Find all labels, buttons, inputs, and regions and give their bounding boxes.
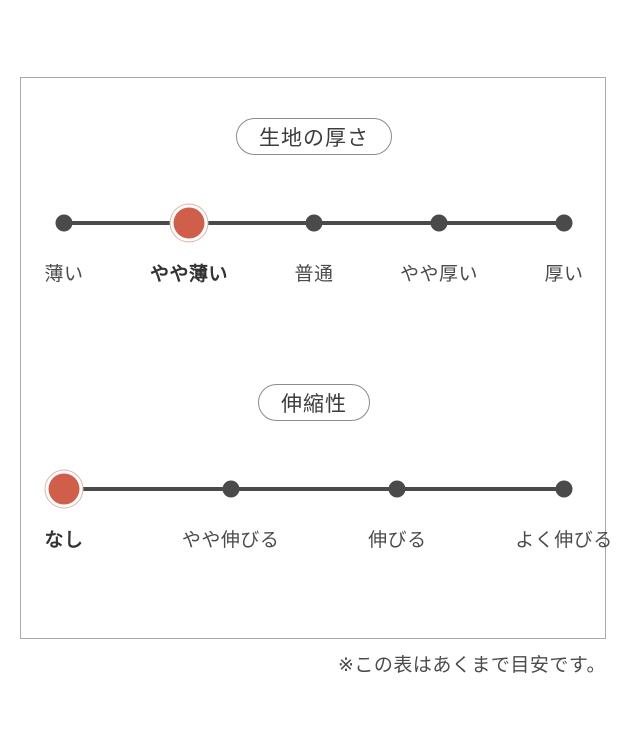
stretch-dot-2[interactable] [388,480,406,498]
thickness-label-0: 薄い [44,264,84,285]
stretch-scale-block: 伸縮性 なし やや伸びる 伸びる よく伸びる [21,384,612,559]
thickness-badge-row: 生地の厚さ [21,118,607,155]
thickness-badge: 生地の厚さ [236,118,392,155]
thickness-scale-block: 生地の厚さ 薄い やや薄い 普通 やや厚い 厚い [21,118,607,293]
stretch-badge: 伸縮性 [258,384,370,421]
stretch-dot-0-active[interactable] [48,473,80,505]
thickness-dot-2[interactable] [305,214,323,232]
thickness-label-3: やや厚い [399,264,479,285]
stretch-dot-1[interactable] [222,480,240,498]
stretch-label-0: なし [44,530,84,551]
stretch-label-3: よく伸びる [515,530,613,551]
thickness-label-4: 厚い [544,264,584,285]
thickness-dot-3[interactable] [430,214,448,232]
stretch-track [21,459,607,519]
thickness-dot-layer [21,193,607,253]
stretch-label-1: やや伸びる [181,530,280,551]
stretch-dot-3[interactable] [555,480,573,498]
thickness-dot-4[interactable] [555,214,573,232]
fabric-spec-panel: 生地の厚さ 薄い やや薄い 普通 やや厚い 厚い 伸縮性 なし やや伸びる 伸びる よく伸びる [20,77,612,639]
thickness-label-2: 普通 [294,264,334,285]
stretch-label-layer: なし やや伸びる 伸びる よく伸びる [21,525,612,559]
stretch-track-line [64,487,564,491]
thickness-dot-0[interactable] [55,214,73,232]
stretch-dot-layer [21,459,607,519]
thickness-track [21,193,607,253]
thickness-label-layer: 薄い やや薄い 普通 やや厚い 厚い [21,259,607,293]
stretch-label-2: 伸びる [368,530,427,551]
stretch-badge-row: 伸縮性 [21,384,607,421]
footnote-text: ※この表はあくまで目安です。 [337,655,606,676]
thickness-dot-1-active[interactable] [173,207,205,239]
thickness-label-1: やや薄い [149,264,229,285]
